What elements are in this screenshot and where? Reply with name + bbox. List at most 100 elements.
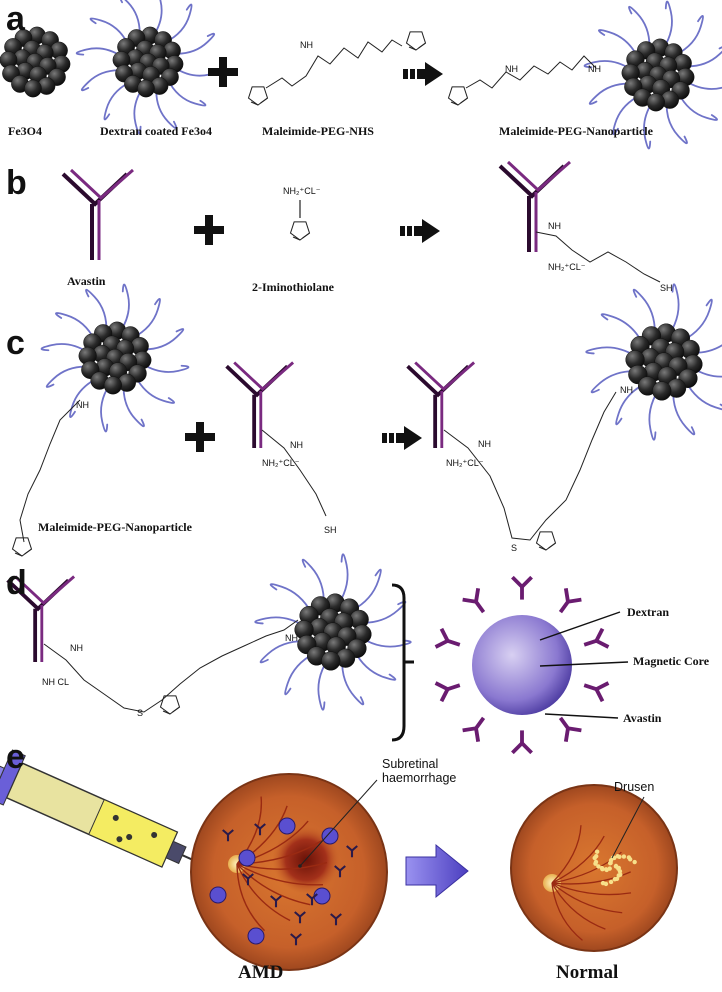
- arrow-c: [382, 426, 422, 450]
- mini-antibody-d: [550, 586, 584, 620]
- maleimide-peg-nanoparticle-label-c: Maleimide-PEG-Nanoparticle: [38, 520, 192, 534]
- avastin-pointer: [544, 713, 619, 719]
- retina-vessel: [551, 882, 606, 930]
- drusen-deposit: [617, 854, 622, 860]
- nanoparticle-d-chains: [254, 553, 412, 711]
- amd-caption: AMD: [238, 962, 284, 983]
- atom-nh-d2: NH: [285, 633, 298, 643]
- peg-linker-a: [265, 39, 403, 89]
- nhs-ring-a: [405, 31, 427, 51]
- atom-sh-c: SH: [324, 525, 337, 535]
- mini-antibody-d: [550, 710, 584, 744]
- dextran-coated-particle-chains: [75, 0, 221, 135]
- nanoparticle-c2-chains: [585, 283, 722, 441]
- product-nanoparticle-a: [621, 38, 695, 112]
- avastin-antibody-b: [61, 168, 135, 262]
- dextran-pointer: [539, 611, 621, 641]
- injected-nanoparticle: [238, 849, 256, 867]
- panel-b-letter: b: [6, 164, 27, 202]
- peg-linker-c1: [19, 399, 81, 543]
- atom-s-c: S: [511, 543, 518, 553]
- dextran-coated-label: Dextran coated Fe3o4: [100, 124, 212, 138]
- nanoparticle-d: [294, 593, 372, 671]
- drusen-deposit: [621, 854, 627, 859]
- mini-antibody-d: [460, 710, 494, 744]
- drusen-deposit: [600, 880, 606, 886]
- retina-vessel: [236, 863, 324, 886]
- maleimide-peg-nanoparticle-label: Maleimide-PEG-Nanoparticle: [499, 124, 653, 138]
- product-nanoparticle-a-chains: [583, 0, 722, 150]
- plus-c: [185, 422, 215, 452]
- panel-c-letter: c: [6, 324, 25, 362]
- bracket-d: [391, 583, 406, 742]
- drusen-deposit: [596, 864, 601, 869]
- injected-nanoparticle: [247, 927, 265, 945]
- maleimide-ring-a: [247, 86, 269, 106]
- mini-antibody-d: [579, 674, 611, 704]
- atom-s-d: S: [137, 708, 144, 718]
- atom-nh2cl-c2: NH₂⁺CL⁻: [446, 458, 484, 468]
- atom-nh-a3: NH: [300, 40, 313, 50]
- injected-nanoparticle: [278, 817, 296, 835]
- conjugate-chain-d: [43, 619, 299, 713]
- dextran-shell-d: [472, 615, 572, 715]
- panel-a-letter: a: [6, 0, 25, 38]
- haemorrhage-callout-line1: Subretinal: [382, 757, 439, 771]
- mini-antibody-d: [510, 728, 534, 755]
- retina-vessel: [551, 825, 582, 884]
- retina-vessel: [551, 835, 605, 884]
- avastin-callout: Avastin: [623, 711, 662, 725]
- dextran-chains: [40, 0, 722, 711]
- mini-antibody-d: [460, 586, 494, 620]
- retina-vessel: [551, 882, 623, 914]
- magnetic-core-callout: Magnetic Core: [633, 654, 710, 668]
- mini-antibody-d: [433, 626, 465, 656]
- atom-nh-a1: NH: [505, 64, 518, 74]
- thiol-chain-c1: [261, 429, 327, 517]
- mini-antibody-d: [510, 575, 534, 602]
- plus-b: [194, 215, 224, 245]
- plus-a: [208, 57, 238, 87]
- avastin-label: Avastin: [67, 274, 106, 288]
- peg-linker-a2: [465, 55, 597, 89]
- drusen-deposit: [632, 859, 637, 865]
- syringe: [0, 748, 218, 872]
- drusen-deposit: [599, 865, 605, 871]
- iminothiolane-ring: [289, 221, 311, 241]
- drusen-deposit: [616, 873, 621, 878]
- drusen-deposit: [627, 857, 633, 862]
- atom-nh2cl-c1: NH₂⁺CL⁻: [262, 458, 300, 468]
- drusen-deposit: [612, 877, 618, 882]
- atom-nh-c4: NH: [620, 385, 633, 395]
- panel-d-letter: d: [6, 564, 27, 602]
- maleimide-ring-c2: [535, 531, 557, 551]
- blue-transition-arrow: [405, 843, 469, 899]
- retina-vessel: [236, 863, 266, 932]
- atom-nh-c1: NH: [290, 440, 303, 450]
- retina-vessel: [236, 863, 291, 922]
- drusen-pointer: [611, 796, 645, 859]
- injected-nanoparticle: [321, 827, 339, 845]
- drusen-deposit: [607, 866, 612, 871]
- haemorrhage-pointer-dot: [298, 864, 302, 868]
- arrow-b: [400, 219, 440, 243]
- nanoparticle-c1: [78, 321, 152, 395]
- drusen-deposit: [603, 867, 609, 872]
- atom-nh-a2: NH: [588, 64, 601, 74]
- haemorrhage-pointer: [299, 779, 378, 867]
- atom-nh2cl-b-reagent: NH₂⁺CL⁻: [283, 186, 321, 196]
- fe3o4-label: Fe3O4: [8, 124, 42, 138]
- drusen-callout: Drusen: [614, 780, 655, 794]
- normal-retina: [510, 784, 678, 952]
- retina-vessel: [551, 882, 583, 941]
- dextran-coated-particle: [112, 26, 184, 98]
- panel-e-letter: e: [6, 738, 25, 776]
- atom-nhcl-d: NH CL: [42, 677, 70, 687]
- mini-antibody-d: [433, 674, 465, 704]
- nanoparticle-c1-chains: [40, 283, 190, 433]
- maleimide-ring-c1: [11, 537, 33, 557]
- avastin-antibody-c1: [224, 360, 296, 450]
- normal-caption: Normal: [556, 962, 619, 983]
- retina-vessel: [236, 863, 311, 906]
